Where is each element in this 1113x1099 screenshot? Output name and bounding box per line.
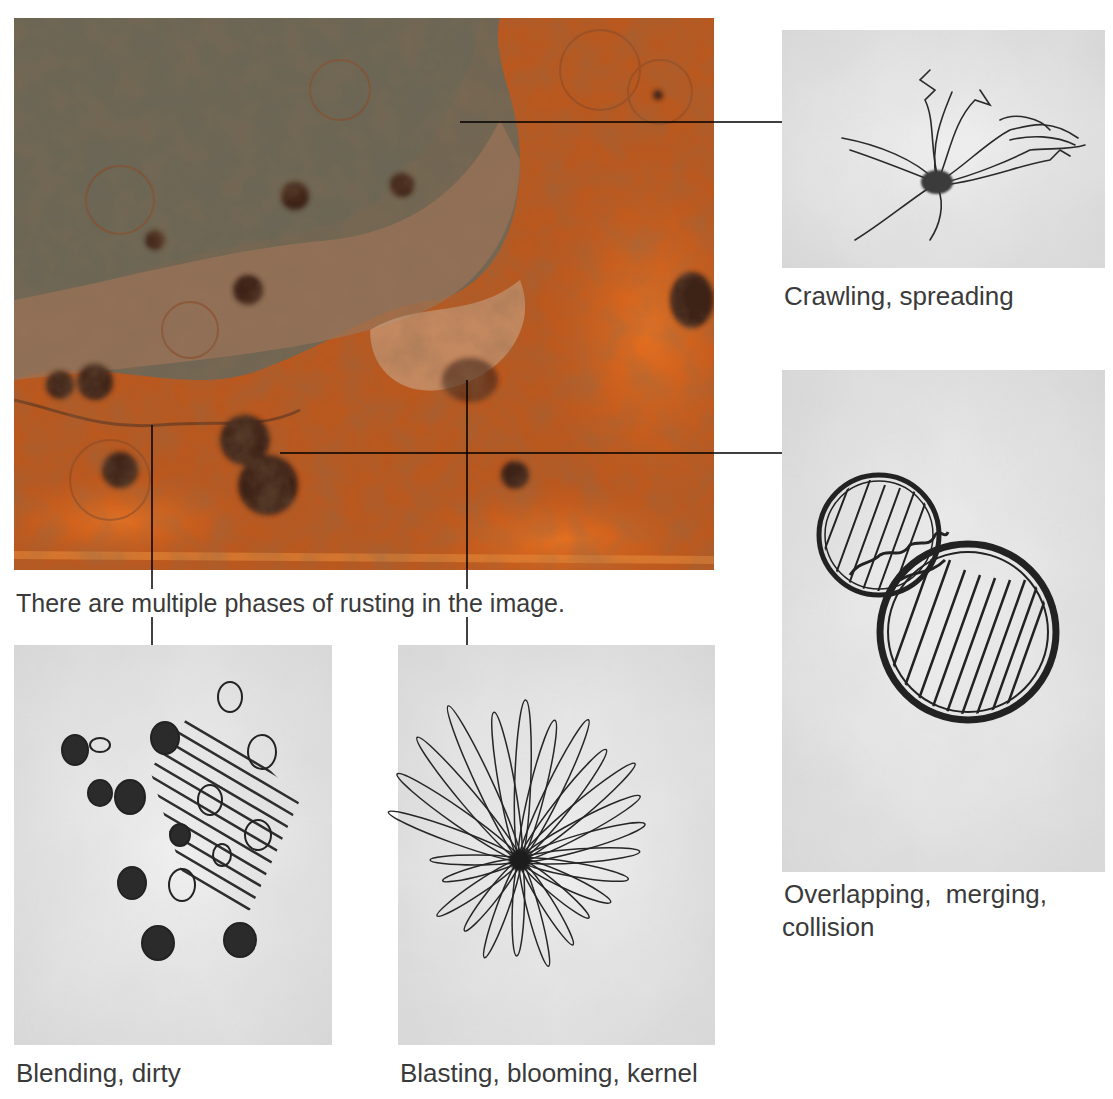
blasting-sketch xyxy=(430,855,520,865)
caption: Blasting, blooming, kernel xyxy=(398,1057,798,1090)
overlapping-sketch xyxy=(815,470,930,600)
blending-sketch xyxy=(118,867,146,899)
rust-photo xyxy=(14,18,714,570)
crawling-sketch xyxy=(946,145,1085,182)
sketch-panel: Overlapping, merging, collision xyxy=(782,370,1105,872)
leader-line xyxy=(460,121,782,123)
blasting-sketch xyxy=(386,645,715,1045)
blasting-sketch xyxy=(513,716,596,863)
sketch-panel: Crawling, spreading xyxy=(782,30,1105,268)
caption: Crawling, spreading xyxy=(782,280,1110,313)
blasting-sketch xyxy=(516,789,644,867)
crawling-sketch xyxy=(782,30,1105,268)
blasting-sketch xyxy=(398,645,715,1045)
caption: Blending, dirty xyxy=(14,1057,374,1090)
crawling-sketch xyxy=(1000,116,1075,145)
crawling-sketch xyxy=(842,70,1085,240)
sketch-panel: Blasting, blooming, kernel xyxy=(398,645,715,1045)
rust-photo xyxy=(14,18,714,570)
overlapping-sketch xyxy=(815,470,930,600)
overlapping-sketch xyxy=(819,475,939,595)
blasting-sketch xyxy=(398,645,715,1045)
blasting-sketch xyxy=(511,860,526,956)
crawling-sketch xyxy=(850,150,935,182)
blending-sketch xyxy=(115,780,145,814)
caption-text: Blasting, blooming, kernel xyxy=(398,1058,700,1088)
blending-sketch xyxy=(14,645,332,1045)
crawling-sketch xyxy=(935,92,952,178)
overlapping-sketch xyxy=(900,560,945,580)
sketch-panel: Blending, dirty xyxy=(14,645,332,1045)
blending-sketch xyxy=(62,735,88,765)
blending-sketch xyxy=(90,738,110,752)
overlapping-sketch xyxy=(885,550,1055,720)
crawling-sketch xyxy=(842,138,935,180)
blasting-sketch xyxy=(479,858,526,960)
blending-sketch xyxy=(151,722,179,754)
blasting-sketch xyxy=(386,700,647,968)
blending-sketch xyxy=(14,645,332,1045)
rust-photo-frame: There are multiple phases of rusting in … xyxy=(14,18,714,570)
overlapping-sketch xyxy=(888,552,1048,712)
caption-text: There are multiple phases of rusting in … xyxy=(14,589,567,617)
rust-photo xyxy=(14,18,714,570)
crawling-sketch xyxy=(855,186,932,240)
blending-sketch xyxy=(218,682,242,712)
blasting-sketch xyxy=(514,858,554,967)
crawling-sketch xyxy=(782,30,1105,268)
blasting-sketch xyxy=(486,711,528,861)
blending-sketch xyxy=(224,923,256,957)
blending-sketch xyxy=(140,695,310,945)
blasting-sketch xyxy=(518,816,647,867)
blending-sketch xyxy=(245,820,271,850)
blending-sketch xyxy=(88,780,112,806)
blasting-sketch xyxy=(519,853,630,886)
caption-text: Blending, dirty xyxy=(14,1058,183,1088)
caption-text: Crawling, spreading xyxy=(782,281,1016,311)
rust-photo xyxy=(14,18,714,570)
blending-sketch xyxy=(198,785,222,815)
blasting-sketch xyxy=(509,849,531,871)
caption: There are multiple phases of rusting in … xyxy=(14,588,714,619)
overlapping-sketch xyxy=(815,470,1056,720)
blending-sketch xyxy=(169,869,195,901)
blending-sketch xyxy=(14,645,332,1045)
blasting-sketch xyxy=(515,757,640,866)
overlapping-sketch xyxy=(782,370,1105,872)
blending-sketch xyxy=(62,722,256,960)
crawling-sketch xyxy=(921,170,953,194)
blending-sketch xyxy=(140,695,310,945)
crawling-sketch xyxy=(782,30,1105,268)
crawling-sketch xyxy=(930,188,941,240)
leader-line xyxy=(280,452,782,454)
overlapping-sketch xyxy=(880,544,1056,720)
blending-sketch xyxy=(170,824,190,846)
crawling-sketch xyxy=(944,150,1070,185)
overlapping-sketch xyxy=(782,370,1105,872)
blending-sketch xyxy=(90,682,276,901)
overlapping-sketch xyxy=(885,550,1055,720)
caption-text: Overlapping, merging, collision xyxy=(782,879,1054,942)
blending-sketch xyxy=(213,844,231,866)
blending-sketch xyxy=(248,735,276,769)
caption: Overlapping, merging, collision xyxy=(782,878,1110,943)
overlapping-sketch xyxy=(782,370,1105,872)
blending-sketch xyxy=(142,926,174,960)
